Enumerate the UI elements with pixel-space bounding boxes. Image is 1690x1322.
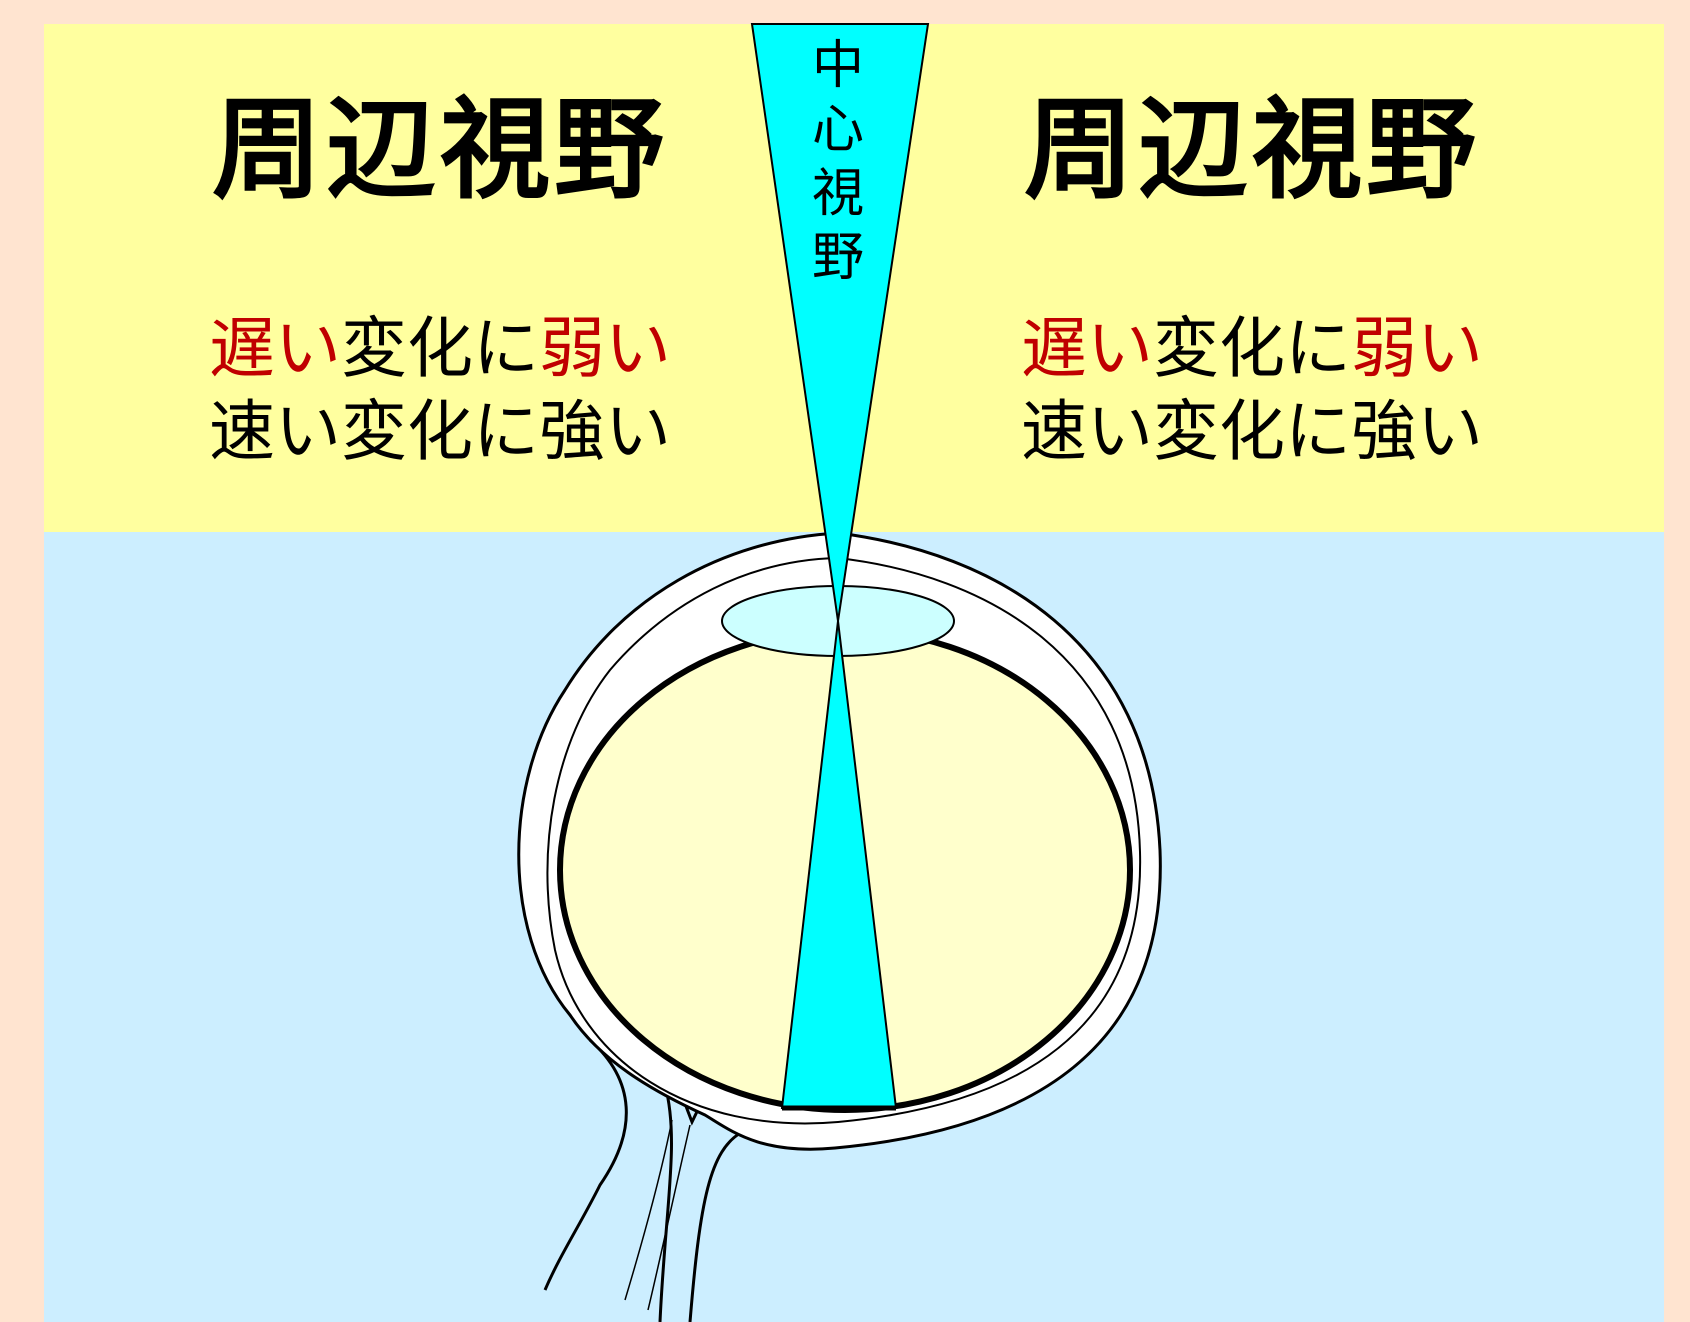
choroid [546,556,1142,1125]
change-word: 変化に [341,310,539,387]
change-word: 変化に [1153,310,1351,387]
weak-word: 弱い [1351,310,1483,387]
central-vision-label: 中 心 視 野 [808,34,868,290]
left-description-line1: 遅い変化に弱い [160,309,720,389]
central-vision-char: 中 [811,36,864,96]
weak-word: 弱い [539,310,671,387]
left-peripheral-title: 周辺視野 [212,86,668,214]
central-vision-char: 野 [811,228,864,288]
right-description-line1: 遅い変化に弱い [972,309,1532,389]
right-description-line2: 速い変化に強い [1021,393,1483,470]
central-vision-char: 心 [811,100,864,160]
left-description-line2: 速い変化に強い [209,393,671,470]
slow-word: 遅い [1021,310,1153,387]
right-peripheral-title: 周辺視野 [1024,86,1480,214]
slow-word: 遅い [209,310,341,387]
central-vision-beam [750,23,930,622]
central-vision-char: 視 [811,164,864,224]
optic-nerve [543,1038,743,1322]
